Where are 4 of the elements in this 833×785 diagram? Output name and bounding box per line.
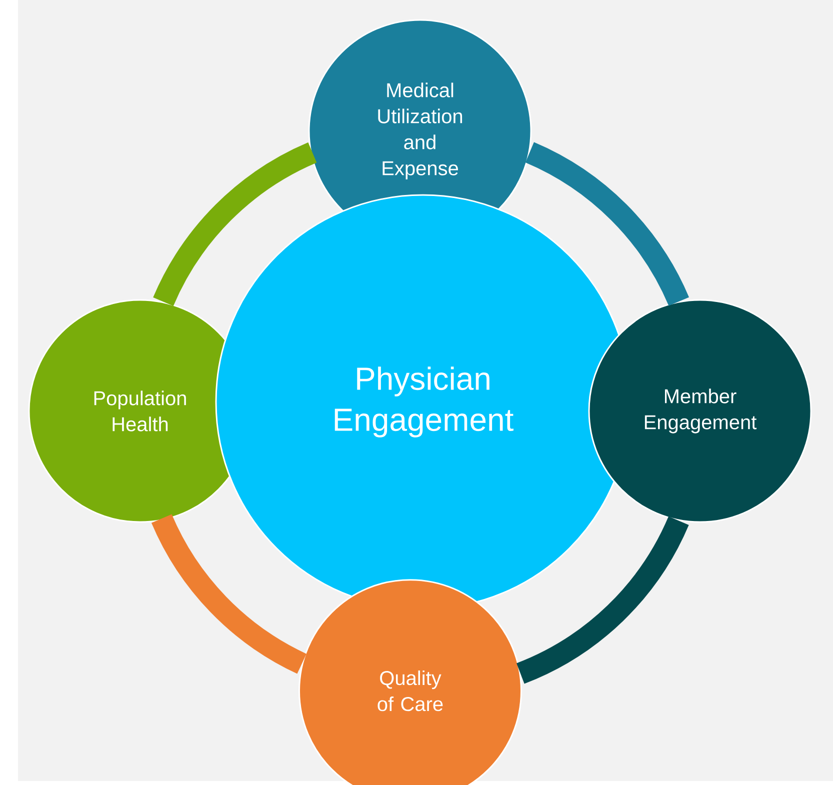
ring-arc bbox=[516, 516, 689, 684]
ring-arc bbox=[152, 514, 307, 674]
ring-arc bbox=[153, 142, 317, 306]
ring-arc bbox=[525, 142, 689, 306]
